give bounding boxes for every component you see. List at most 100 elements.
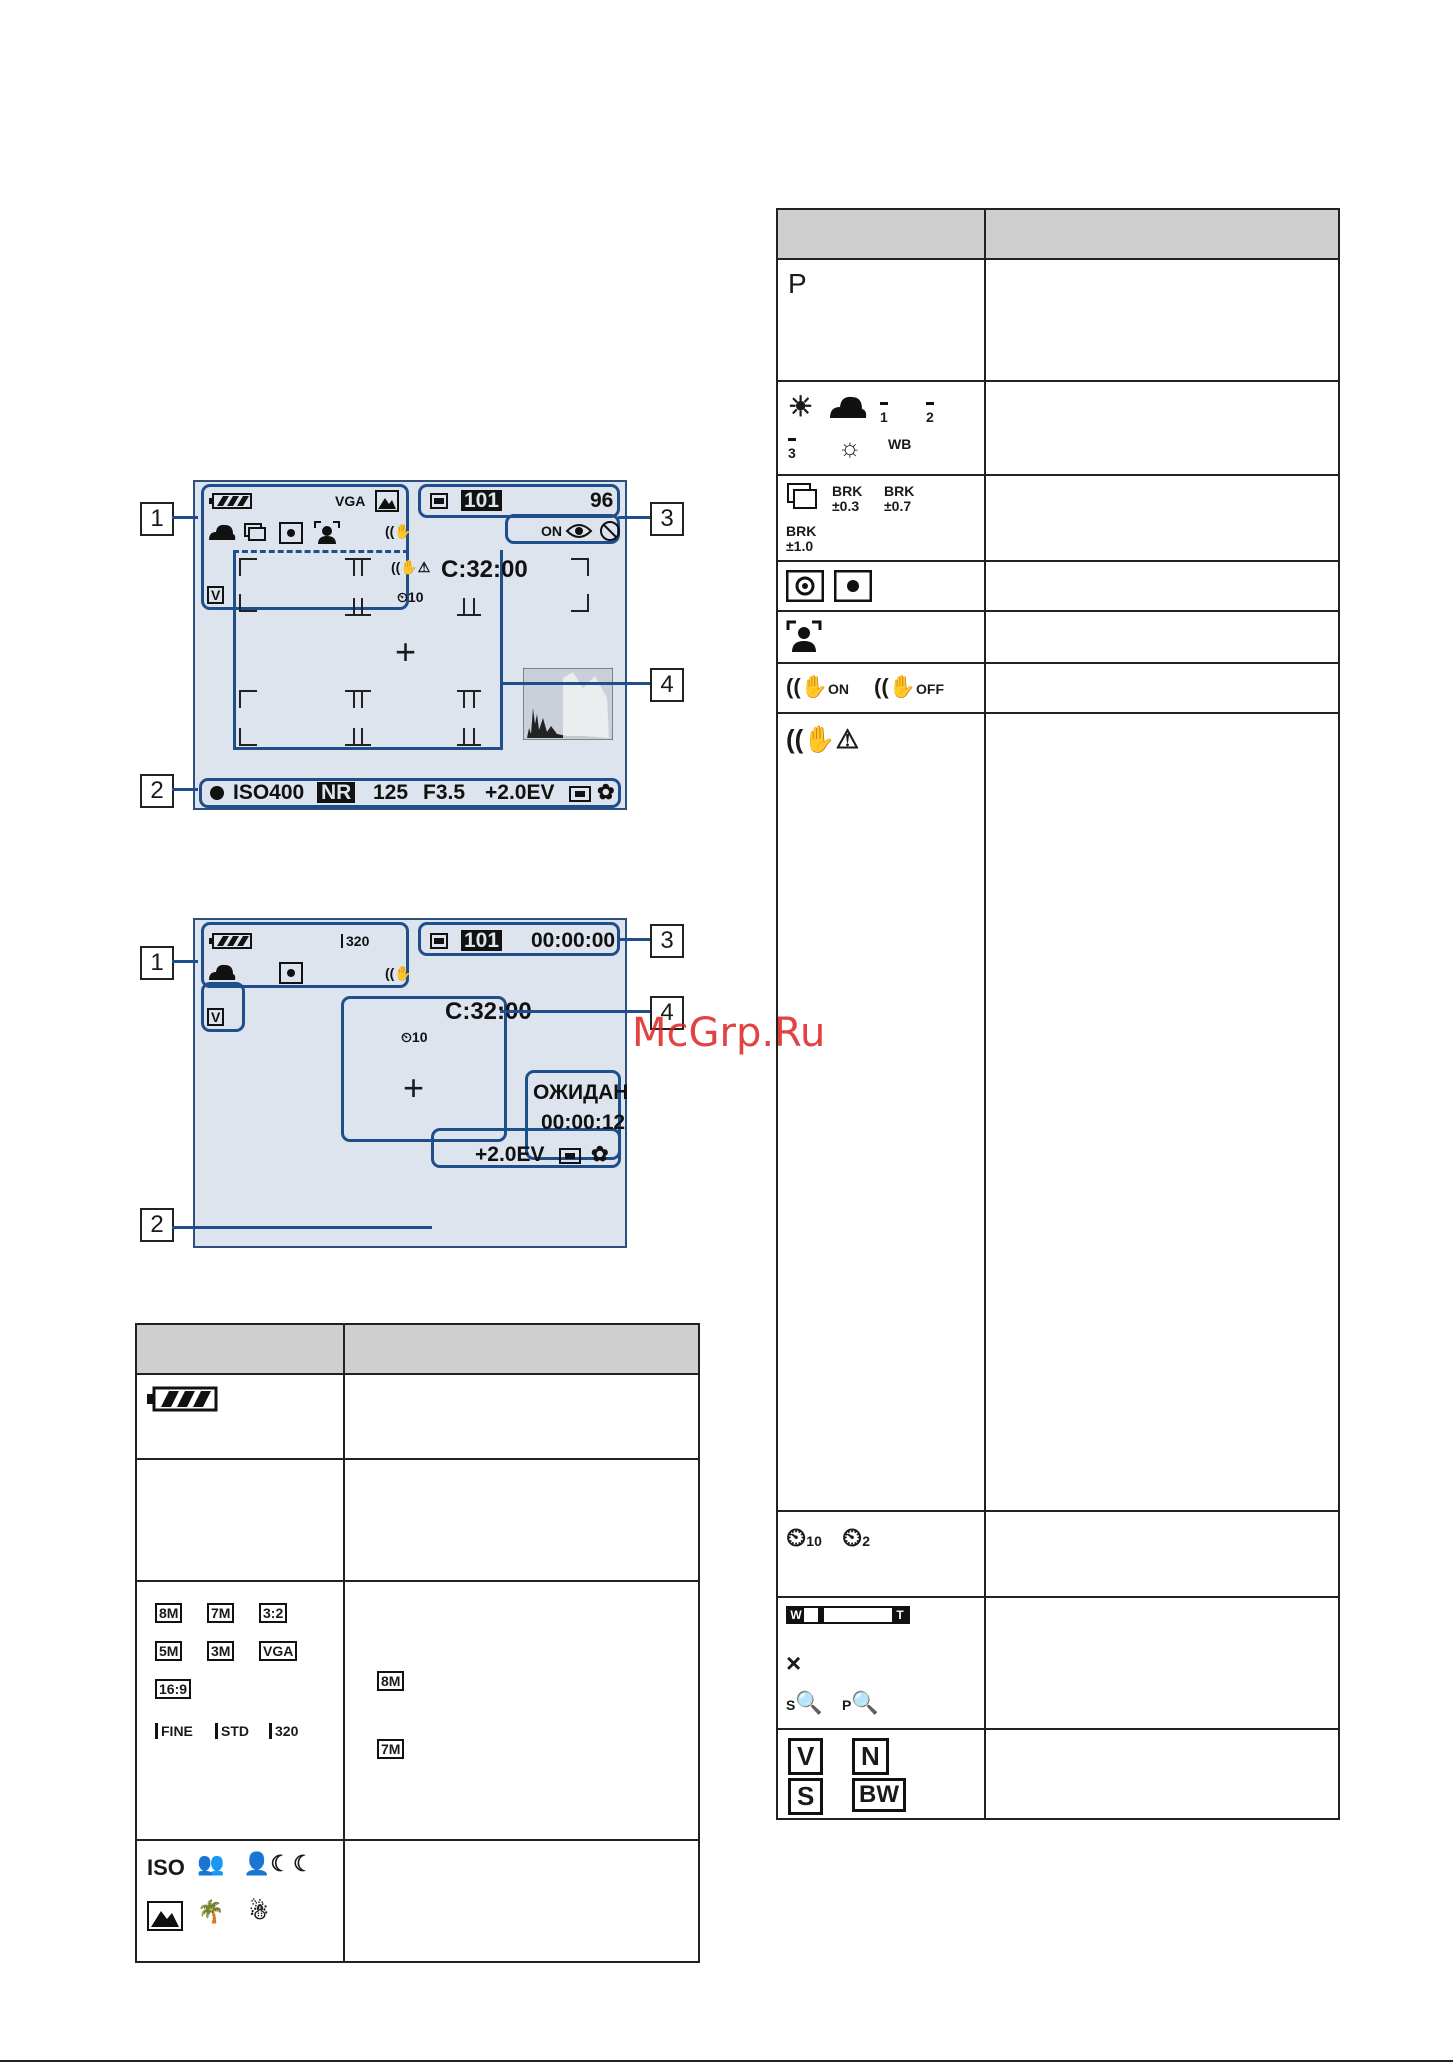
folder-number: 101 [461,930,503,951]
self-timer-icon: ⏲10 [397,589,424,605]
hand-shake-warning-icon: ((✋⚠ [391,559,431,575]
image-size-3m-icon: 3M [207,1641,235,1661]
af-frame [463,598,481,616]
cloudy-wb-icon [209,964,236,980]
af-frame [239,594,257,612]
zone-1 [201,922,409,988]
incandescent-wb-icon: ☼ [838,432,862,462]
histogram [523,668,613,740]
landscape-icon [375,490,399,512]
fluorescent-3-wb-icon: 3 [788,438,796,461]
color-mode-sepia-icon: S [788,1778,824,1815]
callout-4: 4 [650,996,684,1030]
flash-off-icon [600,521,620,541]
exposure-value: +2.0EV [475,1143,545,1166]
color-mode-vivid-icon: V [788,1738,824,1775]
macro-icon: ✿ [591,1143,609,1166]
hand-shake-warning-icon: ((✋⚠ [786,724,859,754]
memory-card-icon [430,933,448,949]
nr-badge: NR [317,782,356,803]
snow-icon: ☃ [249,1899,269,1924]
center-metering-icon [786,570,824,602]
flash-redeye-icon: ON [541,523,562,539]
callout-leader [172,960,198,963]
center-cross: + [395,631,417,672]
exposure-value: +2.0EV [485,781,555,804]
image-size-icon-list: 8M 7M 3:2 5M 3M VGA 16:9 FINE STD 320 [145,1587,335,1827]
af-frame [239,728,257,746]
callout-1: 1 [140,946,174,980]
af-frame [353,690,371,708]
zoom-x-icon: × [786,1648,802,1678]
movie-fine-icon: FINE [155,1723,193,1739]
steady-shot-off-label: OFF [916,681,945,697]
image-size-32-icon: 3:2 [259,1603,288,1623]
self-timer-2-icon: ⏲2 [842,1522,871,1552]
bracket-07-icon: BRK ±0.7 [884,483,915,514]
zoom-t-label: T [892,1608,908,1622]
row-divider [778,662,1338,664]
twilight-portrait-icon: 👤☾ [243,1851,291,1876]
cloudy-wb-icon [830,396,867,418]
battery-icon [209,933,252,949]
macro-icon: ✿ [597,781,615,804]
zoom-scale-icon: W T [786,1606,910,1624]
af-frame [571,594,589,612]
callout-3: 3 [650,502,684,536]
ae-lock-dot-icon [210,786,224,800]
af-frame [239,690,257,708]
zoom-position-marker [818,1608,824,1622]
image-size-7m-icon: 7M [207,1603,235,1623]
high-sensitivity-icon: ISO [147,1855,185,1880]
daylight-wb-icon: ☀ [788,391,814,422]
remaining-count: 96 [590,489,614,512]
cloudy-wb-icon [209,524,236,540]
row-divider [778,474,1338,476]
table-header [778,210,1338,260]
beach-icon: 🌴 [197,1899,225,1924]
callout-leader [500,1010,650,1013]
color-mode-natural-icon: N [852,1738,889,1775]
memory-card-icon [430,493,448,509]
image-size-5m-icon: 5M [155,1641,183,1661]
movie-size: 320 [341,934,369,948]
callout-2: 2 [140,774,174,808]
precision-zoom-label: P [842,1697,852,1713]
self-timer-2-label: 2 [862,1533,871,1549]
table-header [137,1325,698,1375]
recording-time: 00:00:00 [531,929,616,952]
callout-leader [618,938,650,941]
color-mode-bw-icon: BW [852,1778,906,1812]
bracket-03-icon: BRK ±0.3 [832,483,863,514]
zone-2 [199,778,621,808]
right-reference-table: P ☀ 1 2 3 ☼ WB BRK ±0.3 BRK ±0.7 BRK ±1.… [776,208,1340,1820]
row-divider [778,1510,1338,1512]
callout-leader [172,1226,432,1229]
watermark: McGrp.Ru [632,1010,826,1056]
iso-value: ISO400 [233,781,305,804]
callout-leader [500,682,650,685]
face-detect-icon [314,521,340,544]
spot-metering-icon [279,522,303,544]
af-frame [239,558,257,576]
fluorescent-2-wb-icon: 2 [926,402,934,425]
image-size-8m-icon: 8M [155,1603,183,1623]
steady-shot-off-icon: ((✋OFF [874,674,945,699]
steady-shot-on-icon: ((✋ON [786,674,850,699]
zone-1-lower [201,982,245,1032]
precision-zoom-icon: P🔍 [842,1690,879,1715]
zone-4 [233,550,503,750]
smart-zoom-label: S [786,1697,796,1713]
image-size-vga-icon: VGA [259,1641,298,1661]
image-size-8m-icon: 8M [377,1671,405,1691]
remaining-time: C:32:00 [441,556,528,583]
column-divider [343,1325,345,1961]
aperture-value: F3.5 [423,781,466,804]
row-divider [778,1596,1338,1598]
row-divider [137,1580,698,1582]
callout-leader [172,788,198,791]
image-size-badge: VGA [335,493,366,509]
bracket-10-icon: BRK ±1.0 [786,523,817,554]
image-size-7m-icon: 7M [377,1739,405,1759]
red-eye-icon [565,524,593,538]
